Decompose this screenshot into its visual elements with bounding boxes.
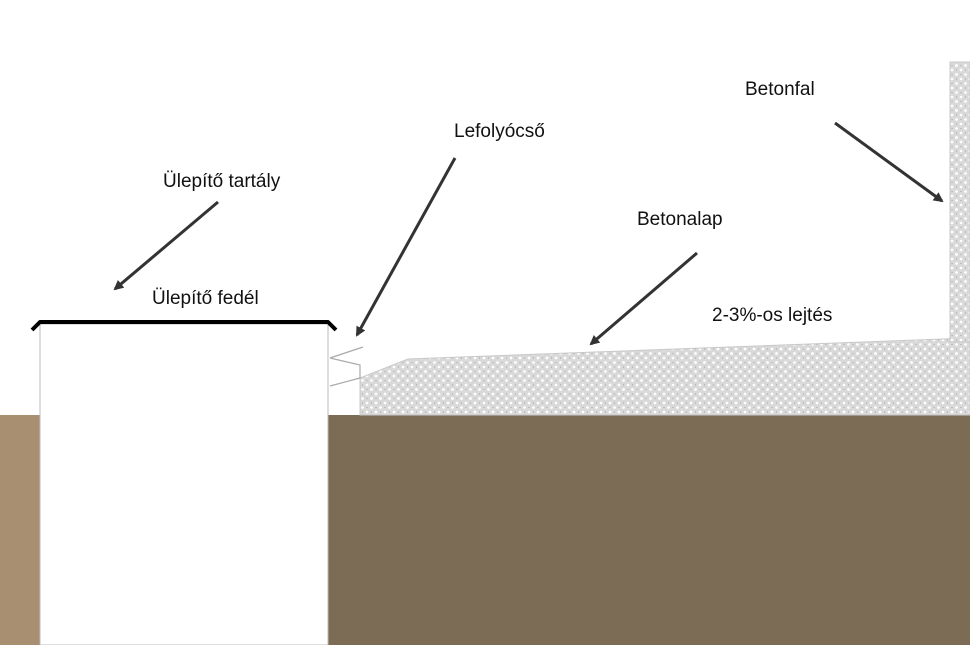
label-fedel: Ülepítő fedél: [152, 288, 259, 309]
label-lefolyocso: Lefolyócső: [454, 121, 545, 142]
settling-lid: [30, 320, 338, 332]
arrow-betonalap: [589, 251, 698, 346]
soil-main: [328, 415, 970, 645]
label-tartaly: Ülepítő tartály: [163, 171, 281, 192]
label-betonalap: Betonalap: [637, 209, 723, 230]
settling-tank: [39, 323, 329, 645]
arrow-lefolyocso: [355, 157, 457, 337]
soil-left: [0, 415, 40, 645]
concrete-slab: [359, 337, 970, 416]
drain-pipe: [329, 357, 361, 387]
drain-pipe-top: [329, 346, 364, 359]
arrow-tartaly: [113, 200, 219, 291]
label-lejtes: 2-3%-os lejtés: [712, 305, 833, 326]
arrow-betonfal: [834, 121, 944, 203]
concrete-wall: [949, 61, 970, 343]
label-betonfal: Betonfal: [745, 79, 815, 100]
